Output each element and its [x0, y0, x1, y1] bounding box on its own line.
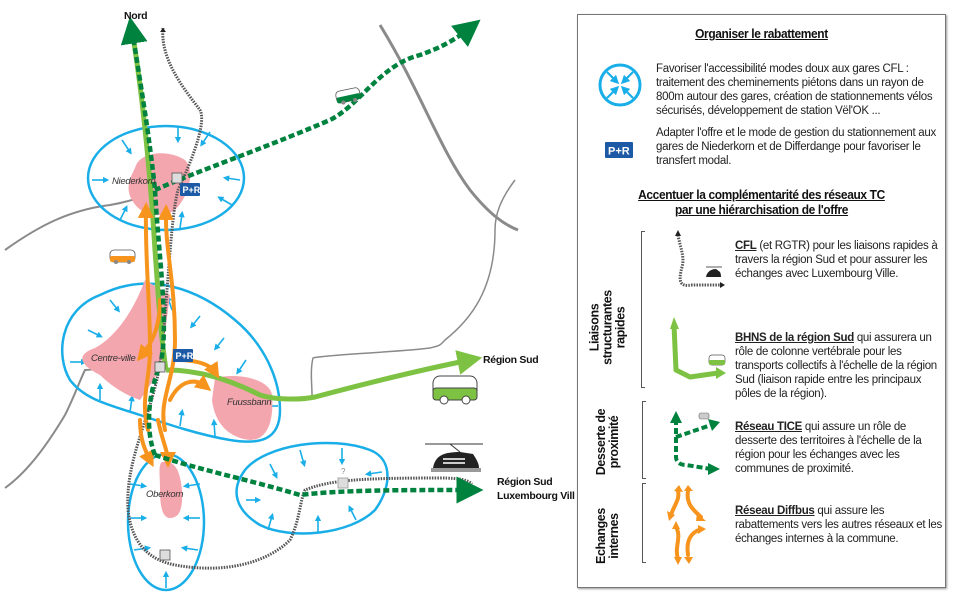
legend-section1-title: Organiser le rabattement: [695, 26, 828, 41]
label-region-sud-lux-1: Région Sud: [497, 476, 552, 488]
legend-diffbus-desc: qui assure les rabattements vers les aut…: [735, 505, 942, 545]
catchment-east: [235, 441, 389, 535]
group-label-desserte: Desserte de proximité: [594, 408, 621, 476]
rail-track-cfl: [126, 27, 474, 570]
label-region-sud-lux-2: Luxembourg Ville: [497, 490, 575, 502]
station-centre-ville-icon: [154, 361, 166, 373]
station-oberkorn-icon: [159, 549, 171, 561]
tice-bus-icon: [335, 87, 361, 105]
rail-north-arrow: [160, 28, 166, 32]
label-centre-ville: Centre-ville: [91, 353, 135, 364]
group-label-echanges: Echanges internes: [594, 508, 621, 564]
bhns-bus-icon: [432, 375, 478, 405]
legend-cfl-desc: (et RGTR) pour les liaisons rapides à tr…: [735, 240, 938, 280]
diffbus-north-right: [157, 204, 178, 432]
legend-diffbus-text: Réseau Diffbus qui assure les rabattemen…: [735, 504, 945, 546]
legend-bhns-desc: qui assurera un rôle de colonne vertébra…: [735, 332, 937, 400]
station-niederkorn-icon: [171, 172, 183, 184]
diffbus-bus-icon: [109, 249, 136, 264]
label-oberkorn: Oberkorn: [146, 489, 183, 500]
transit-map: ? P+R P+R Niederkorn Centre-ville Fuussb…: [4, 10, 575, 592]
label-nord: Nord: [124, 10, 147, 22]
pr-badge-centre: P+R: [173, 349, 194, 362]
rail-line: [126, 27, 474, 570]
tice-northeast: [154, 19, 481, 193]
diffbus-arrows-icon: [667, 485, 706, 565]
rail-line-icon: [675, 230, 725, 288]
park-and-ride-icon: P+R: [605, 142, 633, 158]
tice-lines: [120, 16, 484, 504]
diffbus-oberkorn-left: [138, 418, 154, 468]
svg-text:P+R: P+R: [608, 146, 630, 158]
tice-line-icon: [670, 411, 720, 475]
legend-pr-text: Adapter l'offre et le mode de gestion du…: [656, 127, 936, 167]
station-unknown-mark: ?: [341, 467, 346, 476]
svg-text:P+R: P+R: [183, 185, 201, 195]
road-east-branch: [310, 179, 516, 396]
legend-catchment-text: Favoriser l'accessibilité modes doux aux…: [656, 63, 933, 117]
group-bracket-liaisons: [641, 231, 645, 388]
group-bracket-echanges: [642, 483, 646, 563]
legend-bhns-text: BHNS de la région Sud qui assurera un rô…: [735, 331, 945, 401]
group-label-liaisons: Liaisons structurantes rapides: [587, 290, 628, 365]
legend-tice-desc: qui assure un rôle de desserte des terri…: [735, 421, 922, 475]
legend-diffbus-bold: Réseau Diffbus: [735, 505, 815, 517]
road-main-east: [378, 24, 519, 232]
tice-southeast: [154, 452, 484, 504]
bhns-line-icon: [670, 317, 726, 380]
catchment-circle-icon: [598, 63, 642, 107]
diffbus-centre: [137, 298, 162, 362]
svg-text:P+R: P+R: [176, 351, 194, 361]
legend-section2-title-2: par une hiérarchisation de l'offre: [674, 202, 849, 217]
legend-tice-bold: Réseau TICE: [735, 421, 803, 433]
legend-tice-text: Réseau TICE qui assure un rôle de desser…: [735, 420, 945, 476]
train-icon: [425, 443, 483, 472]
group-bracket-desserte: [642, 401, 646, 479]
legend-bhns-bold: BHNS de la région Sud: [735, 332, 854, 344]
catchment-centre-ville: [61, 282, 282, 443]
label-region-sud: Région Sud: [483, 354, 538, 366]
station-east-icon: [337, 477, 349, 489]
label-fuussbann: Fuussbann: [227, 397, 271, 408]
pr-badge-niederkorn: P+R: [180, 183, 201, 196]
label-niederkorn: Niederkorn: [112, 176, 155, 187]
legend-panel: Organiser le rabattement Favoriser l'acc…: [577, 14, 946, 588]
diffbus-lines: [137, 202, 220, 468]
tice-north: [120, 16, 167, 456]
legend-cfl-bold: CFL: [735, 240, 757, 252]
legend-section2-title-1: Accentuer la complémentarité des réseaux…: [638, 187, 885, 202]
diffbus-fuussbann-bottom: [168, 374, 212, 402]
stations: ?: [154, 172, 349, 561]
locality-oberkorn: [159, 461, 183, 518]
legend-cfl-text: CFL (et RGTR) pour les liaisons rapides …: [735, 239, 945, 281]
